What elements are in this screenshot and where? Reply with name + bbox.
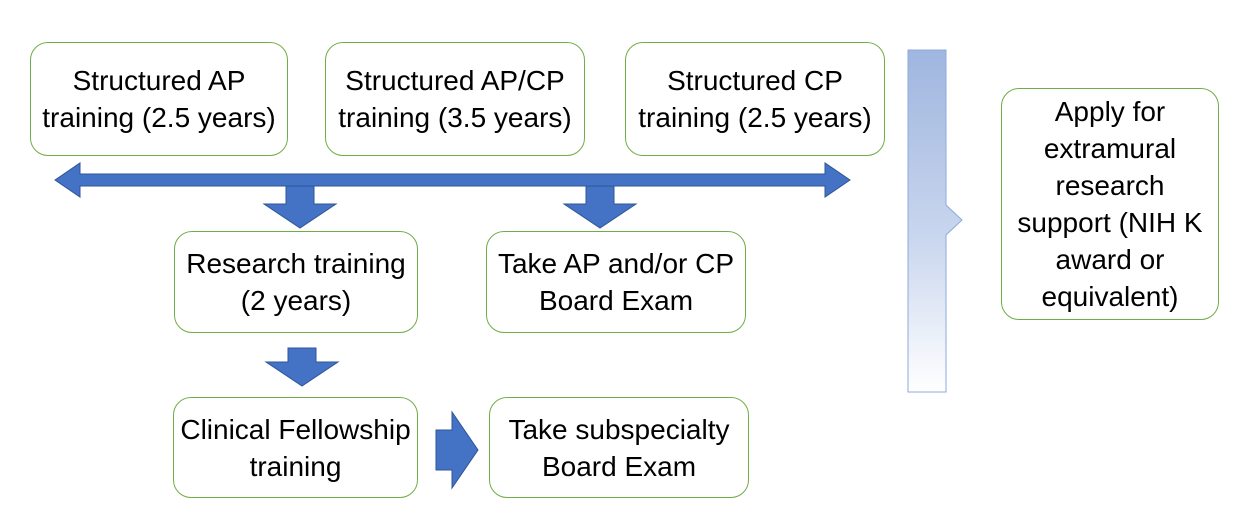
board-exam-box: Take AP and/or CP Board Exam bbox=[486, 231, 746, 333]
subspecialty-exam-label: Take subspecialty Board Exam bbox=[508, 413, 730, 482]
subspecialty-exam-box: Take subspecialty Board Exam bbox=[489, 397, 749, 498]
clinical-fellowship-label: Clinical Fellowship training bbox=[180, 413, 411, 482]
research-training-label: Research training (2 years) bbox=[186, 248, 406, 316]
structured-ap-box: Structured AP training (2.5 years) bbox=[30, 42, 288, 156]
down-arrow-board-exam bbox=[562, 185, 638, 229]
down-arrow-research bbox=[262, 185, 338, 229]
structured-cp-label: Structured CP training (2.5 years) bbox=[638, 65, 872, 133]
structured-ap-label: Structured AP training (2.5 years) bbox=[42, 65, 276, 133]
funding-label: Apply for extramural research support (N… bbox=[1017, 96, 1203, 312]
structured-cp-box: Structured CP training (2.5 years) bbox=[625, 42, 885, 156]
down-arrow-fellowship bbox=[264, 347, 340, 387]
structured-apcp-label: Structured AP/CP training (3.5 years) bbox=[338, 65, 572, 133]
double-headed-arrow bbox=[54, 162, 851, 198]
clinical-fellowship-box: Clinical Fellowship training bbox=[173, 397, 418, 498]
structured-apcp-box: Structured AP/CP training (3.5 years) bbox=[325, 42, 585, 156]
board-exam-label: Take AP and/or CP Board Exam bbox=[497, 248, 735, 316]
research-training-box: Research training (2 years) bbox=[174, 231, 418, 333]
funding-box: Apply for extramural research support (N… bbox=[1001, 88, 1219, 320]
right-brace bbox=[907, 49, 963, 393]
right-arrow-subspecialty bbox=[435, 410, 479, 490]
